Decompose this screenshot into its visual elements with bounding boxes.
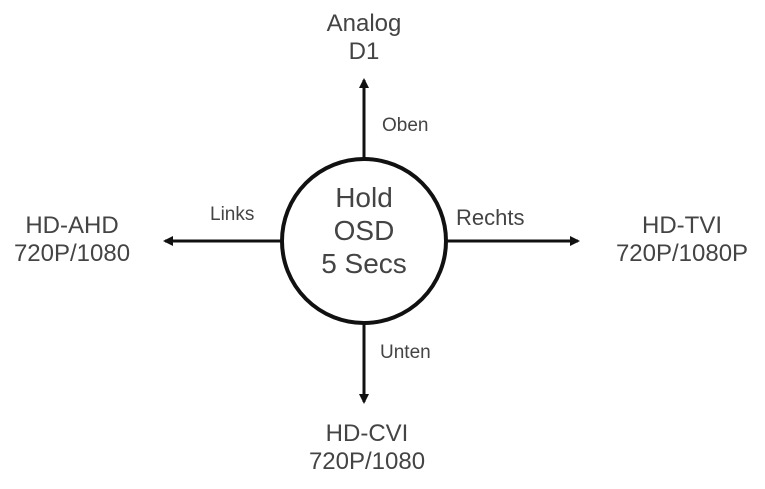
center-line-hold: Hold	[335, 182, 393, 213]
right-arrow-label: Rechts	[456, 205, 525, 230]
right-target-line2: 720P/1080P	[615, 239, 749, 267]
left-target-line2: 720P/1080	[13, 239, 131, 267]
center-line-osd: OSD	[333, 214, 395, 246]
center-label: Hold OSD 5 Secs	[304, 182, 424, 280]
down-arrow-label: Unten	[380, 342, 431, 363]
center-line-secs: 5 Secs	[321, 247, 407, 279]
up-target-line1: Analog	[326, 10, 402, 37]
right-target-label: HD-TVI 720P/1080P	[602, 212, 762, 267]
right-target-line1: HD-TVI	[642, 212, 722, 239]
down-target-line2: 720P/1080	[308, 447, 426, 475]
left-arrow-label: Links	[210, 204, 255, 225]
left-target-line1: HD-AHD	[25, 212, 119, 239]
left-target-label: HD-AHD 720P/1080	[2, 212, 142, 267]
up-target-line2: D1	[348, 37, 380, 65]
down-target-label: HD-CVI 720P/1080	[297, 420, 437, 475]
down-target-line1: HD-CVI	[325, 420, 409, 447]
up-target-label: Analog D1	[314, 10, 414, 65]
up-arrow-label: Oben	[382, 115, 429, 136]
